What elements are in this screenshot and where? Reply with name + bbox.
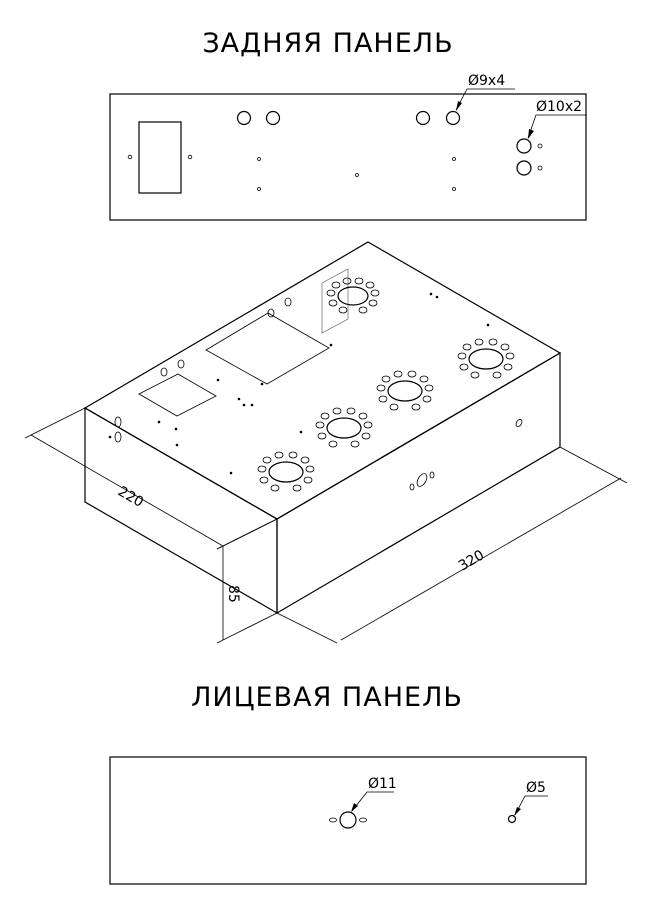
- small-dot: [174, 427, 178, 431]
- rear-panel-title: ЗАДНЯЯ ПАНЕЛЬ: [202, 28, 453, 59]
- dim-220-extension: [24, 407, 86, 439]
- chassis-right-face: [276, 351, 561, 615]
- rear-panel-mount-hole: [452, 187, 456, 191]
- rear-panel-mount-hole: [452, 157, 456, 161]
- rear-panel-hole-9: [236, 110, 252, 126]
- top-cutout: [138, 373, 217, 417]
- dim-220-line: [30, 434, 224, 547]
- small-dot: [299, 430, 303, 434]
- callout-arrow-11: [351, 803, 358, 812]
- small-dot: [157, 420, 161, 424]
- front-face-hole: [429, 471, 435, 479]
- callout-leader-11: [351, 791, 394, 812]
- front-panel-small-hole: [359, 817, 367, 823]
- front-panel-outline: [109, 756, 587, 885]
- small-dot: [329, 343, 333, 347]
- rear-panel-hole-9: [445, 110, 461, 126]
- rear-panel-hole-10: [516, 138, 532, 154]
- small-dot: [175, 443, 179, 447]
- front-panel-small-hole: [329, 817, 337, 823]
- dim-320-extension: [276, 612, 338, 644]
- small-dot: [486, 323, 490, 327]
- rear-panel-hole-9: [265, 110, 281, 126]
- rear-panel-mount-hole: [355, 173, 359, 177]
- tube-socket: [326, 277, 380, 314]
- small-dot: [216, 378, 220, 382]
- callout-leader-10: [527, 114, 587, 139]
- small-dot: [435, 295, 439, 299]
- small-dot: [250, 403, 254, 407]
- callout-label-11: Ø11: [368, 776, 397, 792]
- front-face-hole: [409, 483, 415, 491]
- rear-edge-hole: [177, 359, 185, 369]
- dim-320-label: 320: [456, 547, 487, 574]
- small-dot: [242, 403, 246, 407]
- callout-arrow-5: [514, 807, 521, 816]
- dim-85-extension: [216, 612, 278, 644]
- rear-panel-small-hole: [537, 165, 543, 171]
- callout-label-9: Ø9x4: [468, 73, 505, 89]
- small-dot: [229, 471, 233, 475]
- chassis-rear-face: [84, 406, 278, 615]
- front-panel-hole-11: [339, 811, 357, 829]
- top-cutout: [205, 312, 330, 385]
- callout-label-5: Ø5: [526, 780, 546, 796]
- callout-leader-5: [514, 795, 548, 816]
- small-dot: [260, 382, 264, 386]
- rear-edge-hole: [284, 297, 292, 307]
- chassis-top-face: [83, 241, 562, 520]
- tube-socket: [257, 451, 315, 492]
- callout-leader-9: [455, 88, 515, 111]
- dim-85-label: 85: [225, 585, 241, 603]
- front-face-hole: [515, 418, 523, 428]
- rear-face-hole: [114, 416, 122, 428]
- front-panel-title: ЛИЦЕВАЯ ПАНЕЛЬ: [191, 682, 463, 713]
- callout-label-10: Ø10x2: [536, 99, 582, 115]
- dim-85-extension: [216, 518, 278, 550]
- tube-socket: [457, 338, 515, 379]
- dim-220-label: 220: [115, 484, 146, 511]
- small-dot: [429, 292, 433, 296]
- rear-panel-hole-9: [415, 110, 431, 126]
- callout-arrow-9: [456, 101, 462, 111]
- small-dot: [237, 397, 241, 401]
- rear-panel-mount-hole: [187, 154, 193, 160]
- front-panel-view: Ø11 Ø5: [109, 756, 587, 885]
- rear-panel-cutout: [138, 121, 182, 194]
- rear-edge-hole: [267, 308, 275, 318]
- rear-panel-outline: [109, 93, 587, 221]
- small-dot: [108, 435, 112, 439]
- chassis-isometric-view: 220 85 320: [24, 241, 628, 644]
- rear-edge-hole: [160, 367, 168, 377]
- callout-arrow-10: [528, 129, 534, 139]
- dim-320-line: [340, 477, 622, 641]
- top-cutout-outline: [321, 268, 349, 334]
- tube-socket: [376, 370, 434, 411]
- front-face-hole: [416, 473, 428, 487]
- tube-socket: [315, 407, 373, 448]
- front-panel-hole-5: [507, 814, 517, 824]
- rear-panel-view: Ø9x4 Ø10x2: [109, 73, 587, 221]
- rear-panel-hole-10: [516, 160, 532, 176]
- rear-panel-mount-hole: [257, 157, 261, 161]
- rear-panel-small-hole: [537, 143, 543, 149]
- dim-320-extension: [559, 446, 628, 484]
- rear-panel-mount-hole: [127, 154, 133, 160]
- rear-face-hole: [114, 431, 122, 443]
- rear-panel-mount-hole: [257, 187, 261, 191]
